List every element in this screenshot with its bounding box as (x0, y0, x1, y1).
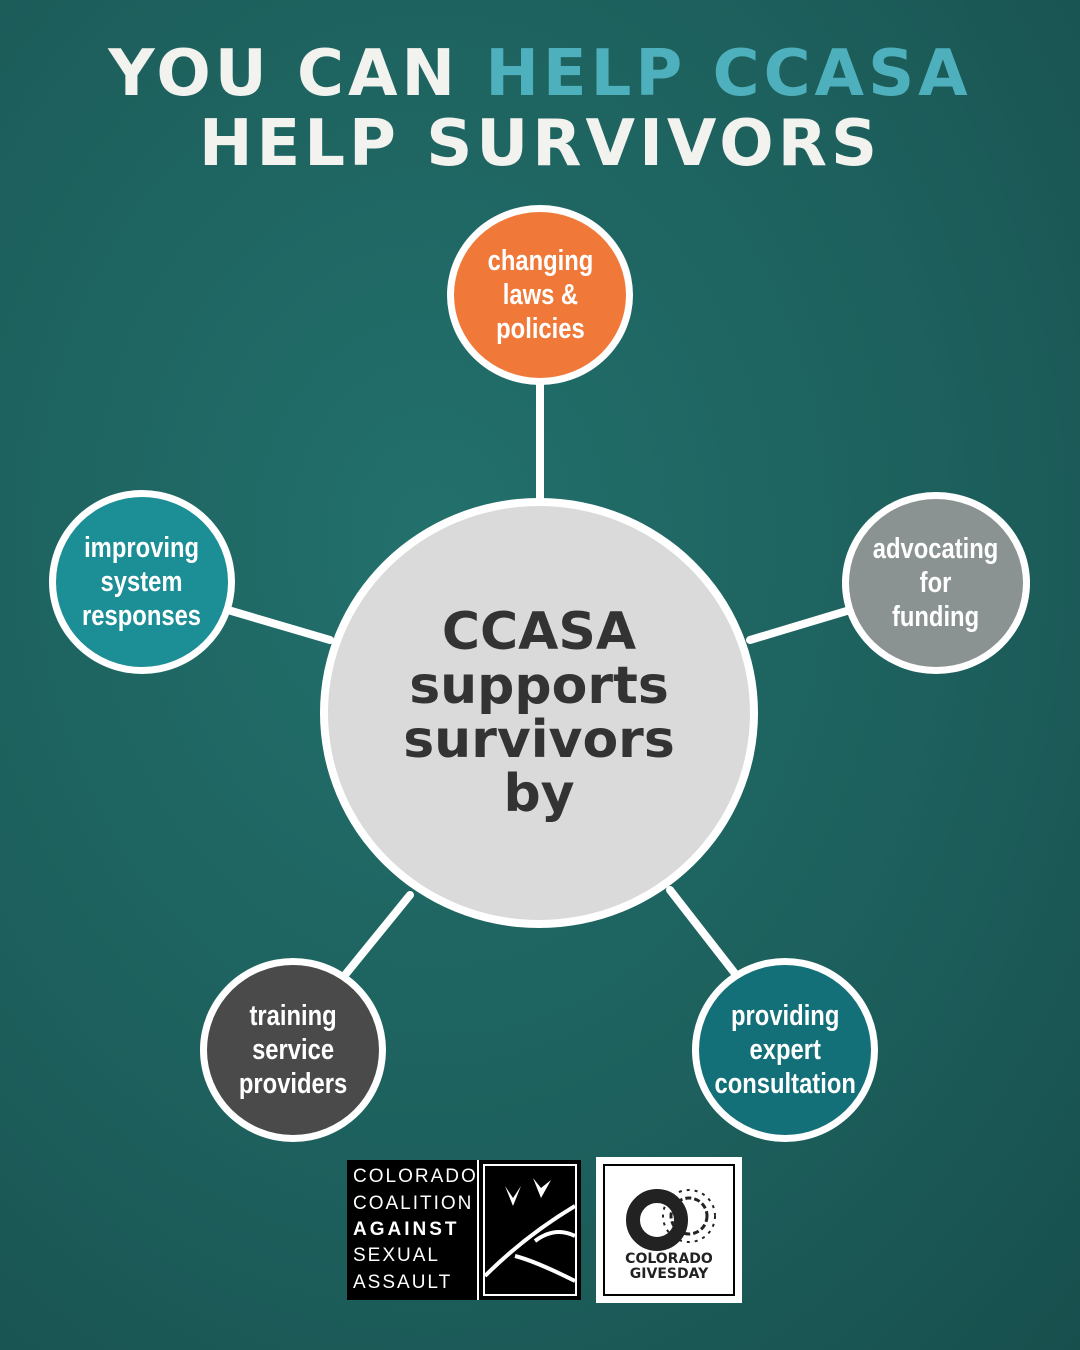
headline-plain: YOU CAN (108, 37, 486, 111)
connector-left (224, 606, 334, 644)
logo-word: ASSAULT (353, 1271, 453, 1293)
connector-bottom-left (341, 891, 414, 979)
bubble-text: advocating for funding (873, 533, 999, 633)
bubble-training-providers: training service providers (200, 958, 386, 1142)
gives-day-emblem-icon (626, 1189, 716, 1251)
tree-branch-icon (483, 1164, 577, 1296)
connector-right (746, 606, 854, 644)
colorado-gives-day-logo: COLORADO GIVESDAY (596, 1157, 742, 1303)
bubble-text: providing expert consultation (714, 1000, 856, 1100)
bubble-advocating-funding: advocating for funding (842, 492, 1030, 674)
logo-word: COALITION (353, 1192, 474, 1214)
bubble-text: training service providers (238, 1000, 348, 1100)
logo-word: SEXUAL (353, 1245, 440, 1267)
connector-bottom-right (666, 886, 744, 984)
gives-day-line2: GIVESDAY (629, 1266, 709, 1282)
bubble-expert-consultation: providing expert consultation (692, 958, 878, 1142)
bubble-changing-laws: changing laws & policies (447, 205, 633, 385)
headline-line-2: HELP SURVIVORS (198, 107, 882, 181)
logo-word: AGAINST (353, 1218, 460, 1240)
bubble-text: improving system responses (82, 532, 202, 632)
headline-highlight: HELP CCASA (485, 37, 972, 111)
central-circle: CCASA supports survivors by (320, 498, 758, 928)
central-text: CCASA supports survivors by (403, 602, 675, 824)
gives-day-line1: COLORADO (625, 1251, 713, 1267)
logo-word: COLORADO (353, 1166, 478, 1188)
ccasa-logo: COLORADO COALITION AGAINST SEXUAL ASSAUL… (347, 1160, 581, 1300)
bubble-text: changing laws & policies (487, 245, 593, 345)
headline-line-1: YOU CAN HELP CCASA (0, 40, 1080, 108)
bubble-improving-responses: improving system responses (49, 490, 235, 674)
